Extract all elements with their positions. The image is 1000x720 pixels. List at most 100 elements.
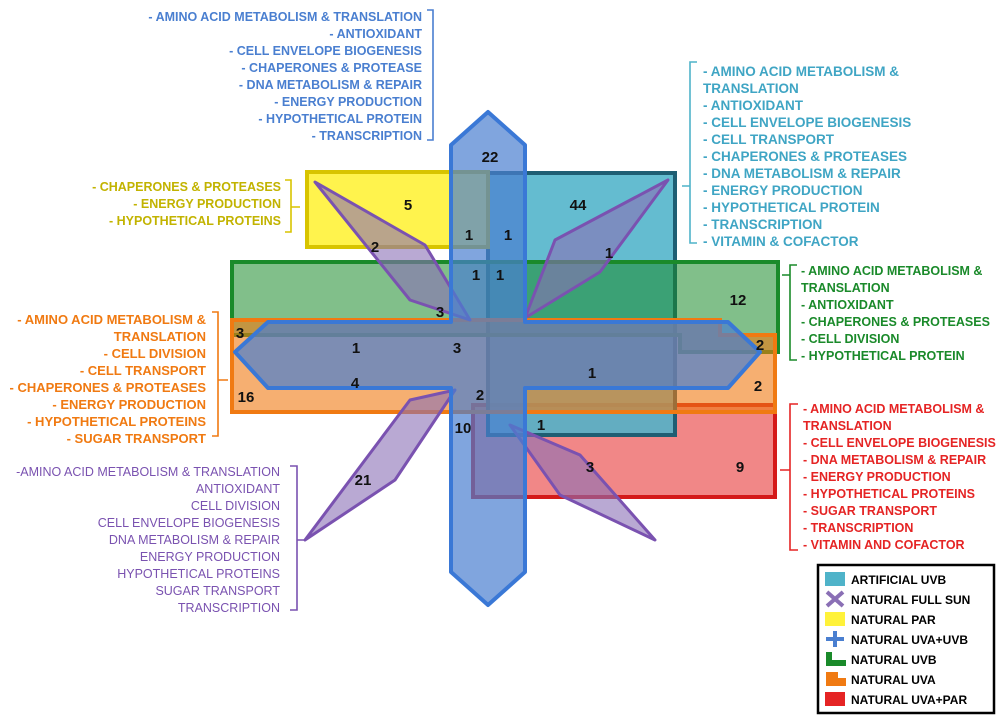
list-item: - HYPOTHETICAL PROTEINS [109,214,281,228]
cross-icon [826,631,844,647]
list-item: - CHAPERONES & PROTEASES [801,315,990,329]
bracket-natural-full-sun-left [290,465,306,611]
count-uvapar-only: 9 [736,459,744,476]
bracket-icon [826,672,846,686]
diagram-shapes [230,110,780,607]
list-natural-uva-par-right: - AMINO ACID METABOLISM & TRANSLATION - … [803,402,996,552]
list-item: HYPOTHETICAL PROTEINS [117,567,280,581]
list-item: - ENERGY PRODUCTION [133,197,281,211]
legend-item-natural-full-sun: NATURAL FULL SUN [825,590,970,608]
count-uvauvb-uva: 4 [351,375,360,392]
list-item: - CELL DIVISION [801,332,899,346]
list-item: - CHAPERONES & PROTEASES [92,180,281,194]
list-item: - ENERGY PRODUCTION [52,397,206,412]
list-item: - AMINO ACID METABOLISM & TRANSLATION [148,10,422,24]
list-item: SUGAR TRANSPORT [155,584,280,598]
list-natural-uva-uvb-top: - AMINO ACID METABOLISM & TRANSLATION - … [148,10,422,143]
count-fullsun-only: 21 [355,472,372,489]
list-item: - ANTIOXIDANT [329,27,422,41]
list-item: TRANSLATION [114,329,206,344]
legend-label: ARTIFICIAL UVB [851,573,946,587]
count-uvapar-fullsun: 3 [586,459,594,476]
legend: ARTIFICIAL UVB NATURAL FULL SUN NATURAL … [816,563,996,715]
brackets [212,9,798,611]
list-item: - DNA METABOLISM & REPAIR [803,453,986,467]
count-center: 3 [453,340,461,357]
legend-item-natural-uvb: NATURAL UVB [826,652,937,667]
list-item: - CELL DIVISION [104,346,206,361]
list-item: TRANSLATION [803,419,892,433]
bracket-natural-uva-uvb-top [427,9,434,141]
list-item: - HYPOTHETICAL PROTEIN [258,112,422,126]
count-artificial-uvauvb: 1 [504,227,512,244]
list-item: - VITAMIN AND COFACTOR [803,538,965,552]
count-center-lower: 2 [476,387,484,404]
list-item: - ANTIOXIDANT [801,298,894,312]
list-item: CELL ENVELOPE BIOGENESIS [98,516,280,530]
list-item: - CHAPERONES & PROTEASES [10,380,207,395]
bracket-artificial-uvb-right [682,61,697,244]
bracket-icon [826,652,846,666]
list-item: TRANSCRIPTION [178,601,280,615]
list-item: - CELL TRANSPORT [80,363,206,378]
list-item: - SUGAR TRANSPORT [67,431,206,446]
count-uva-only-right: 2 [754,378,762,395]
square-icon [825,692,845,706]
list-item: - SUGAR TRANSPORT [803,504,937,518]
list-item: - TRANSCRIPTION [312,129,422,143]
legend-label: NATURAL UVA+UVB [851,633,968,647]
list-item: TRANSLATION [801,281,890,295]
list-natural-uva-left: - AMINO ACID METABOLISM & TRANSLATION - … [10,312,207,446]
list-item: - CELL ENVELOPE BIOGENESIS [803,436,996,450]
square-icon [825,612,845,626]
list-item: - AMINO ACID METABOLISM & [17,312,206,327]
list-item: - DNA METABOLISM & REPAIR [703,166,901,181]
count-uvauvb-bottom: 10 [455,420,472,437]
list-item: ENERGY PRODUCTION [140,550,280,564]
legend-box [816,563,996,715]
list-item: DNA METABOLISM & REPAIR [109,533,280,547]
count-uvauvb-right: 1 [588,365,596,382]
count-uvb-only: 12 [730,292,747,309]
legend-label: NATURAL UVB [851,653,937,667]
list-item: -AMINO ACID METABOLISM & TRANSLATION [16,465,280,479]
list-item: - HYPOTHETICAL PROTEIN [703,200,880,215]
count-artificial-uvb-only: 44 [570,197,587,214]
count-par-fullsun: 2 [371,239,379,256]
count-uva-uvb-left: 3 [236,325,244,342]
list-natural-uvb-right: - AMINO ACID METABOLISM & TRANSLATION - … [801,264,990,363]
legend-item-artificial-uvb: ARTIFICIAL UVB [825,572,946,587]
list-item: - CHAPERONES & PROTEASE [241,61,422,75]
list-item: - ANTIOXIDANT [703,98,804,113]
legend-item-natural-uva: NATURAL UVA [826,672,936,687]
list-item: - ENERGY PRODUCTION [274,95,422,109]
count-uva-uvb-only: 22 [482,149,499,166]
list-item: - CELL ENVELOPE BIOGENESIS [703,115,911,130]
list-item: - HYPOTHETICAL PROTEINS [27,414,206,429]
count-uvb-uvauvb-artificial: 1 [496,267,504,284]
x-icon [825,590,845,608]
list-item: - CHAPERONES & PROTEASES [703,149,907,164]
bracket-natural-par-left [285,179,300,233]
legend-item-natural-par: NATURAL PAR [825,612,936,627]
count-fullsun-lowerright: 1 [537,417,545,434]
count-uvauvb-uva-uvb: 1 [352,340,360,357]
square-icon [825,572,845,586]
count-uvb-fullsun: 3 [436,304,444,321]
list-item: - DNA METABOLISM & REPAIR [239,78,422,92]
list-item: ANTIOXIDANT [196,482,280,496]
shape-natural-uva-uvb [233,110,762,607]
list-item: TRANSLATION [703,81,799,96]
count-uva-only: 16 [238,389,255,406]
bracket-natural-uva-par-right [780,403,798,551]
legend-item-natural-uva-par: NATURAL UVA+PAR [825,692,967,707]
legend-label: NATURAL FULL SUN [851,593,970,607]
list-natural-par-left: - CHAPERONES & PROTEASES - ENERGY PRODUC… [92,180,281,228]
list-item: - AMINO ACID METABOLISM & [703,64,899,79]
legend-item-natural-uva-uvb: NATURAL UVA+UVB [826,631,968,647]
count-uvb-uva-right: 2 [756,337,764,354]
list-item: - TRANSCRIPTION [703,217,822,232]
list-item: - CELL TRANSPORT [703,132,835,147]
list-natural-full-sun-left: -AMINO ACID METABOLISM & TRANSLATION ANT… [16,465,280,615]
count-par-uvauvb: 1 [465,227,473,244]
